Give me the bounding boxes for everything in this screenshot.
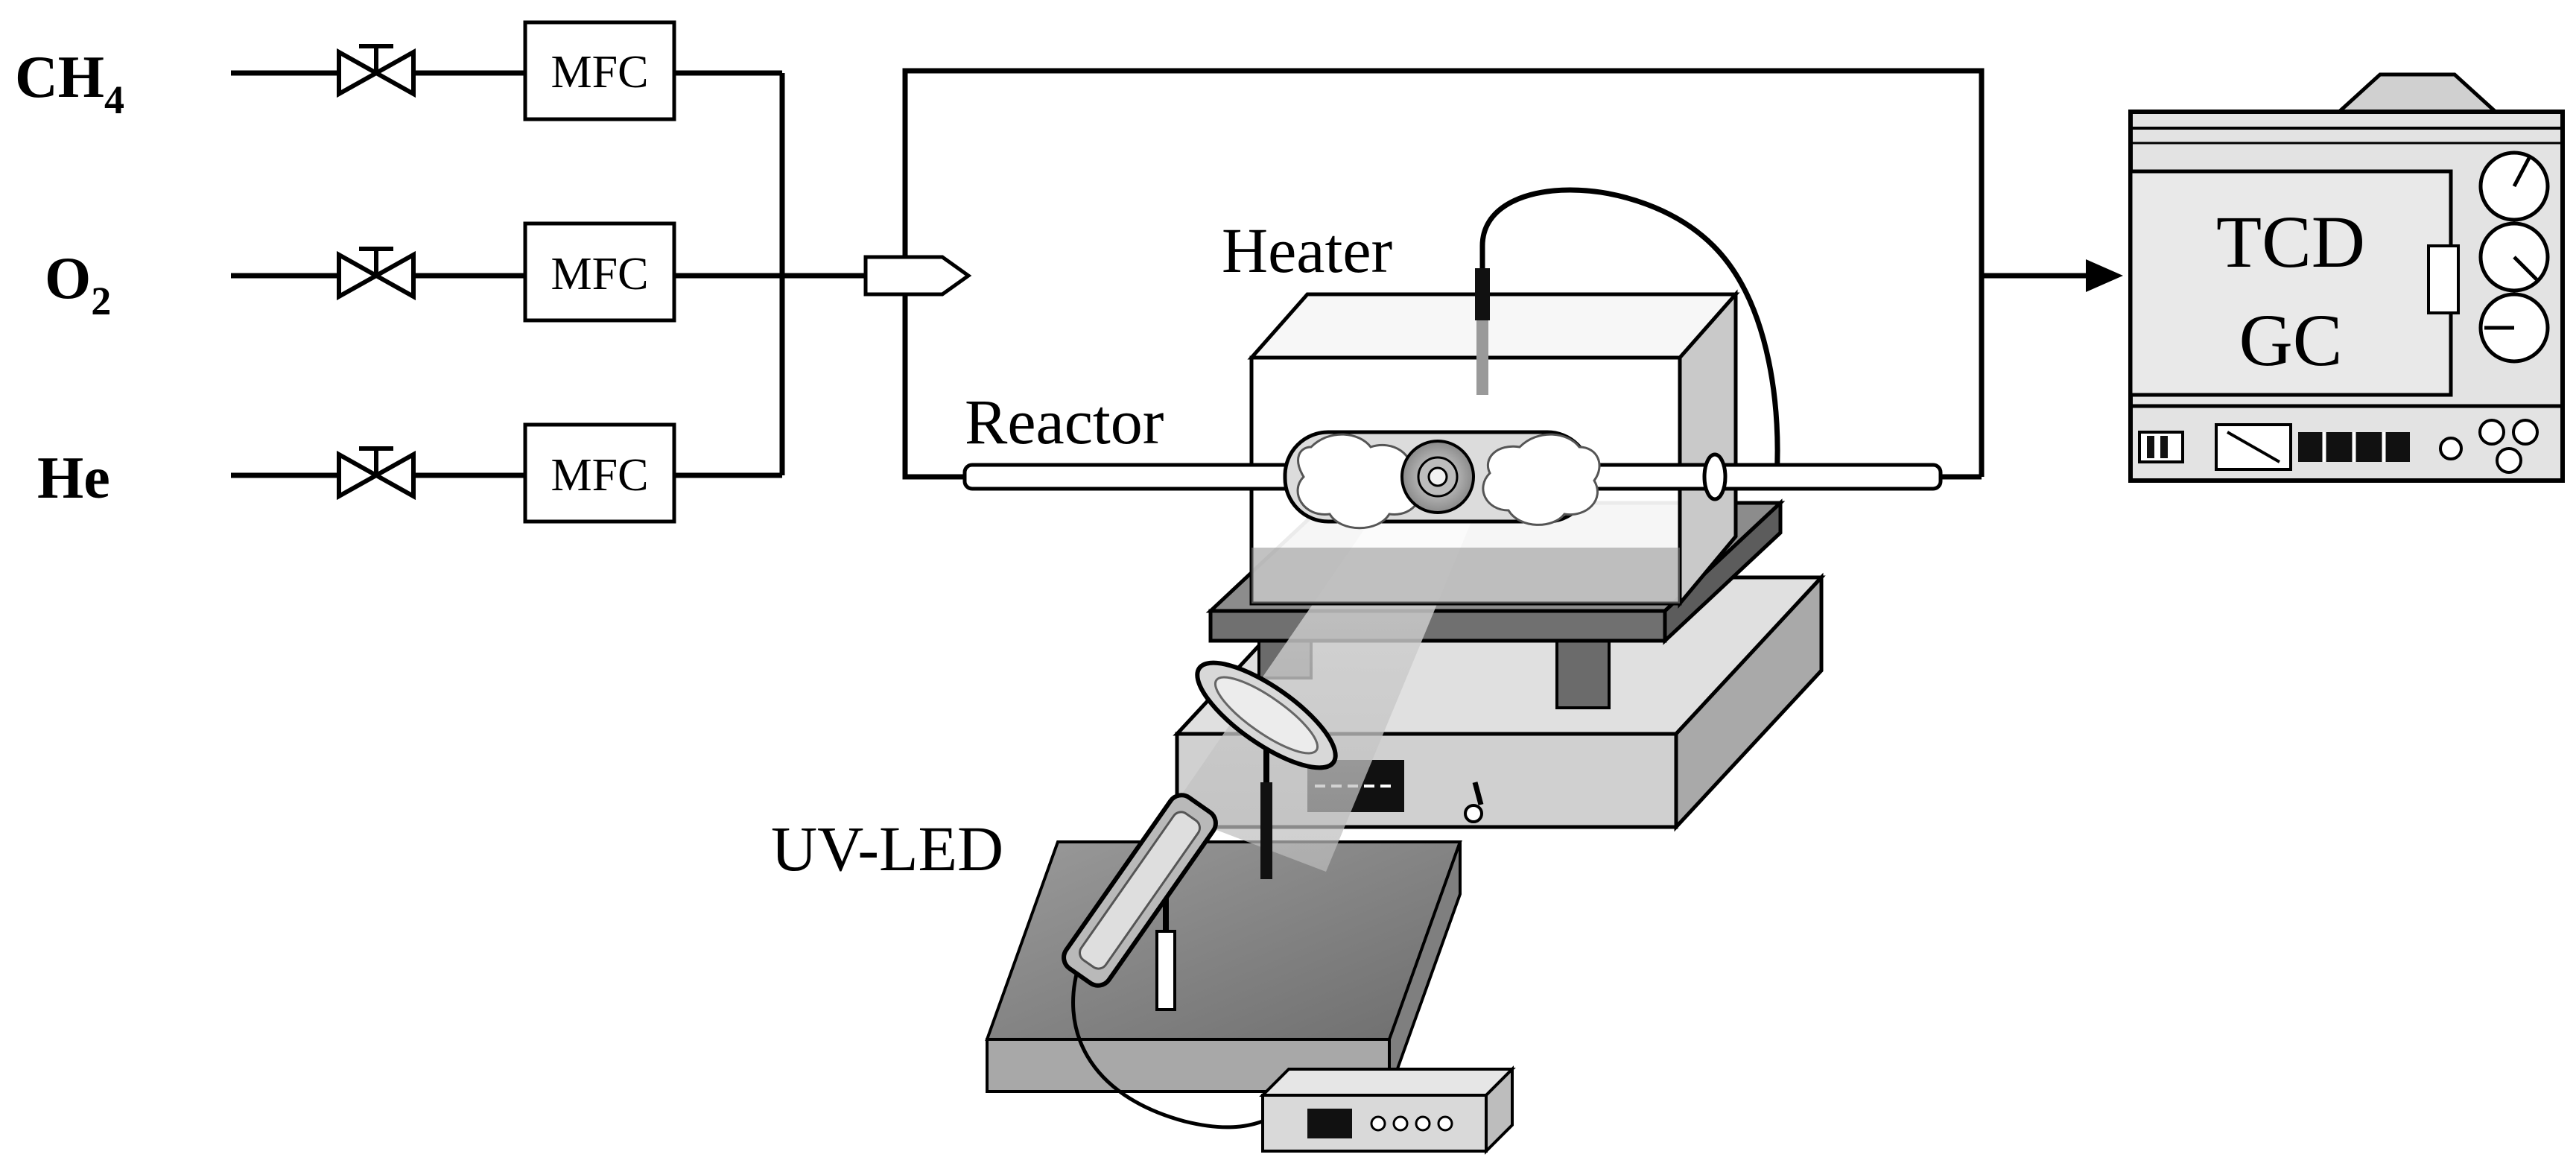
gc-label-tcd: TCD [2216,200,2365,283]
bypass-line [902,68,2093,480]
arrow-to-gc [2086,259,2123,292]
svg-text:MFC: MFC [551,47,649,98]
valve-o2 [337,247,416,301]
gas-mixer [863,255,972,297]
thermocouple [1475,187,1780,478]
mfc-o2: MFC [523,221,676,323]
gc-instrument: TCD GC [2128,72,2565,483]
gas-label-o2: O2 [45,246,111,323]
svg-text:MFC: MFC [551,249,649,300]
gas-label-he: He [37,446,110,511]
catalyst-bed [1283,430,1601,530]
uv-led-stand [985,840,1462,1093]
uv-led-lamp [1062,793,1218,1011]
mfc-ch4: MFC [523,20,676,121]
mfc-he: MFC [523,422,676,524]
led-controller [1259,1065,1516,1155]
valve-he [337,446,416,501]
svg-text:MFC: MFC [551,450,649,501]
gc-label-gc: GC [2239,299,2343,381]
label-uv-led: UV-LED [771,813,1003,884]
valve-ch4 [337,44,416,98]
uv-lens [1195,660,1338,879]
label-heater: Heater [1222,215,1392,286]
led-cable [1071,960,1263,1129]
gas-label-ch4: CH4 [15,45,124,122]
label-reactor: Reactor [965,386,1164,457]
